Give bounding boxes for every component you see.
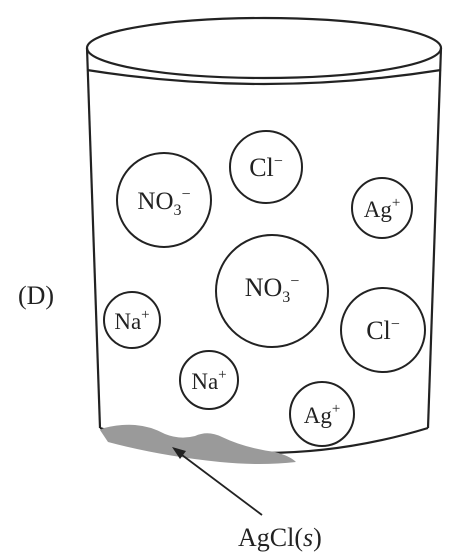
beaker-rim-outer <box>85 16 443 80</box>
beaker-wall-right <box>426 47 443 429</box>
ion-label-ag-upper-right: Ag+ <box>364 195 401 222</box>
ion-circle-na-lower <box>179 350 239 410</box>
beaker-wall-left <box>85 47 102 429</box>
ion-circle-no3-upper-left <box>116 152 212 248</box>
ion-label-na-left: Na+ <box>114 307 149 334</box>
ion-label-ag-bottom: Ag+ <box>304 401 341 428</box>
ion-circle-ag-bottom <box>289 381 355 447</box>
agcl-precipitate <box>100 424 296 464</box>
ion-label-no3-upper-left: NO3− <box>137 186 190 219</box>
ion-label-no3-center: NO3− <box>245 273 300 306</box>
ion-circle-ag-upper-right <box>351 177 413 239</box>
ion-circle-cl-top <box>229 130 303 204</box>
ion-label-cl-top: Cl− <box>249 153 283 182</box>
beaker-rim-inner <box>86 68 442 86</box>
ion-circle-cl-right <box>340 287 426 373</box>
ion-circle-no3-center <box>215 234 329 348</box>
precipitate-label: AgCl(s) <box>238 523 322 552</box>
ion-label-cl-right: Cl− <box>366 316 400 345</box>
ion-circle-na-left <box>103 291 161 349</box>
ion-label-na-lower: Na+ <box>191 367 226 394</box>
option-label: (D) <box>18 281 54 310</box>
precipitate-pointer-arrow <box>172 447 263 516</box>
